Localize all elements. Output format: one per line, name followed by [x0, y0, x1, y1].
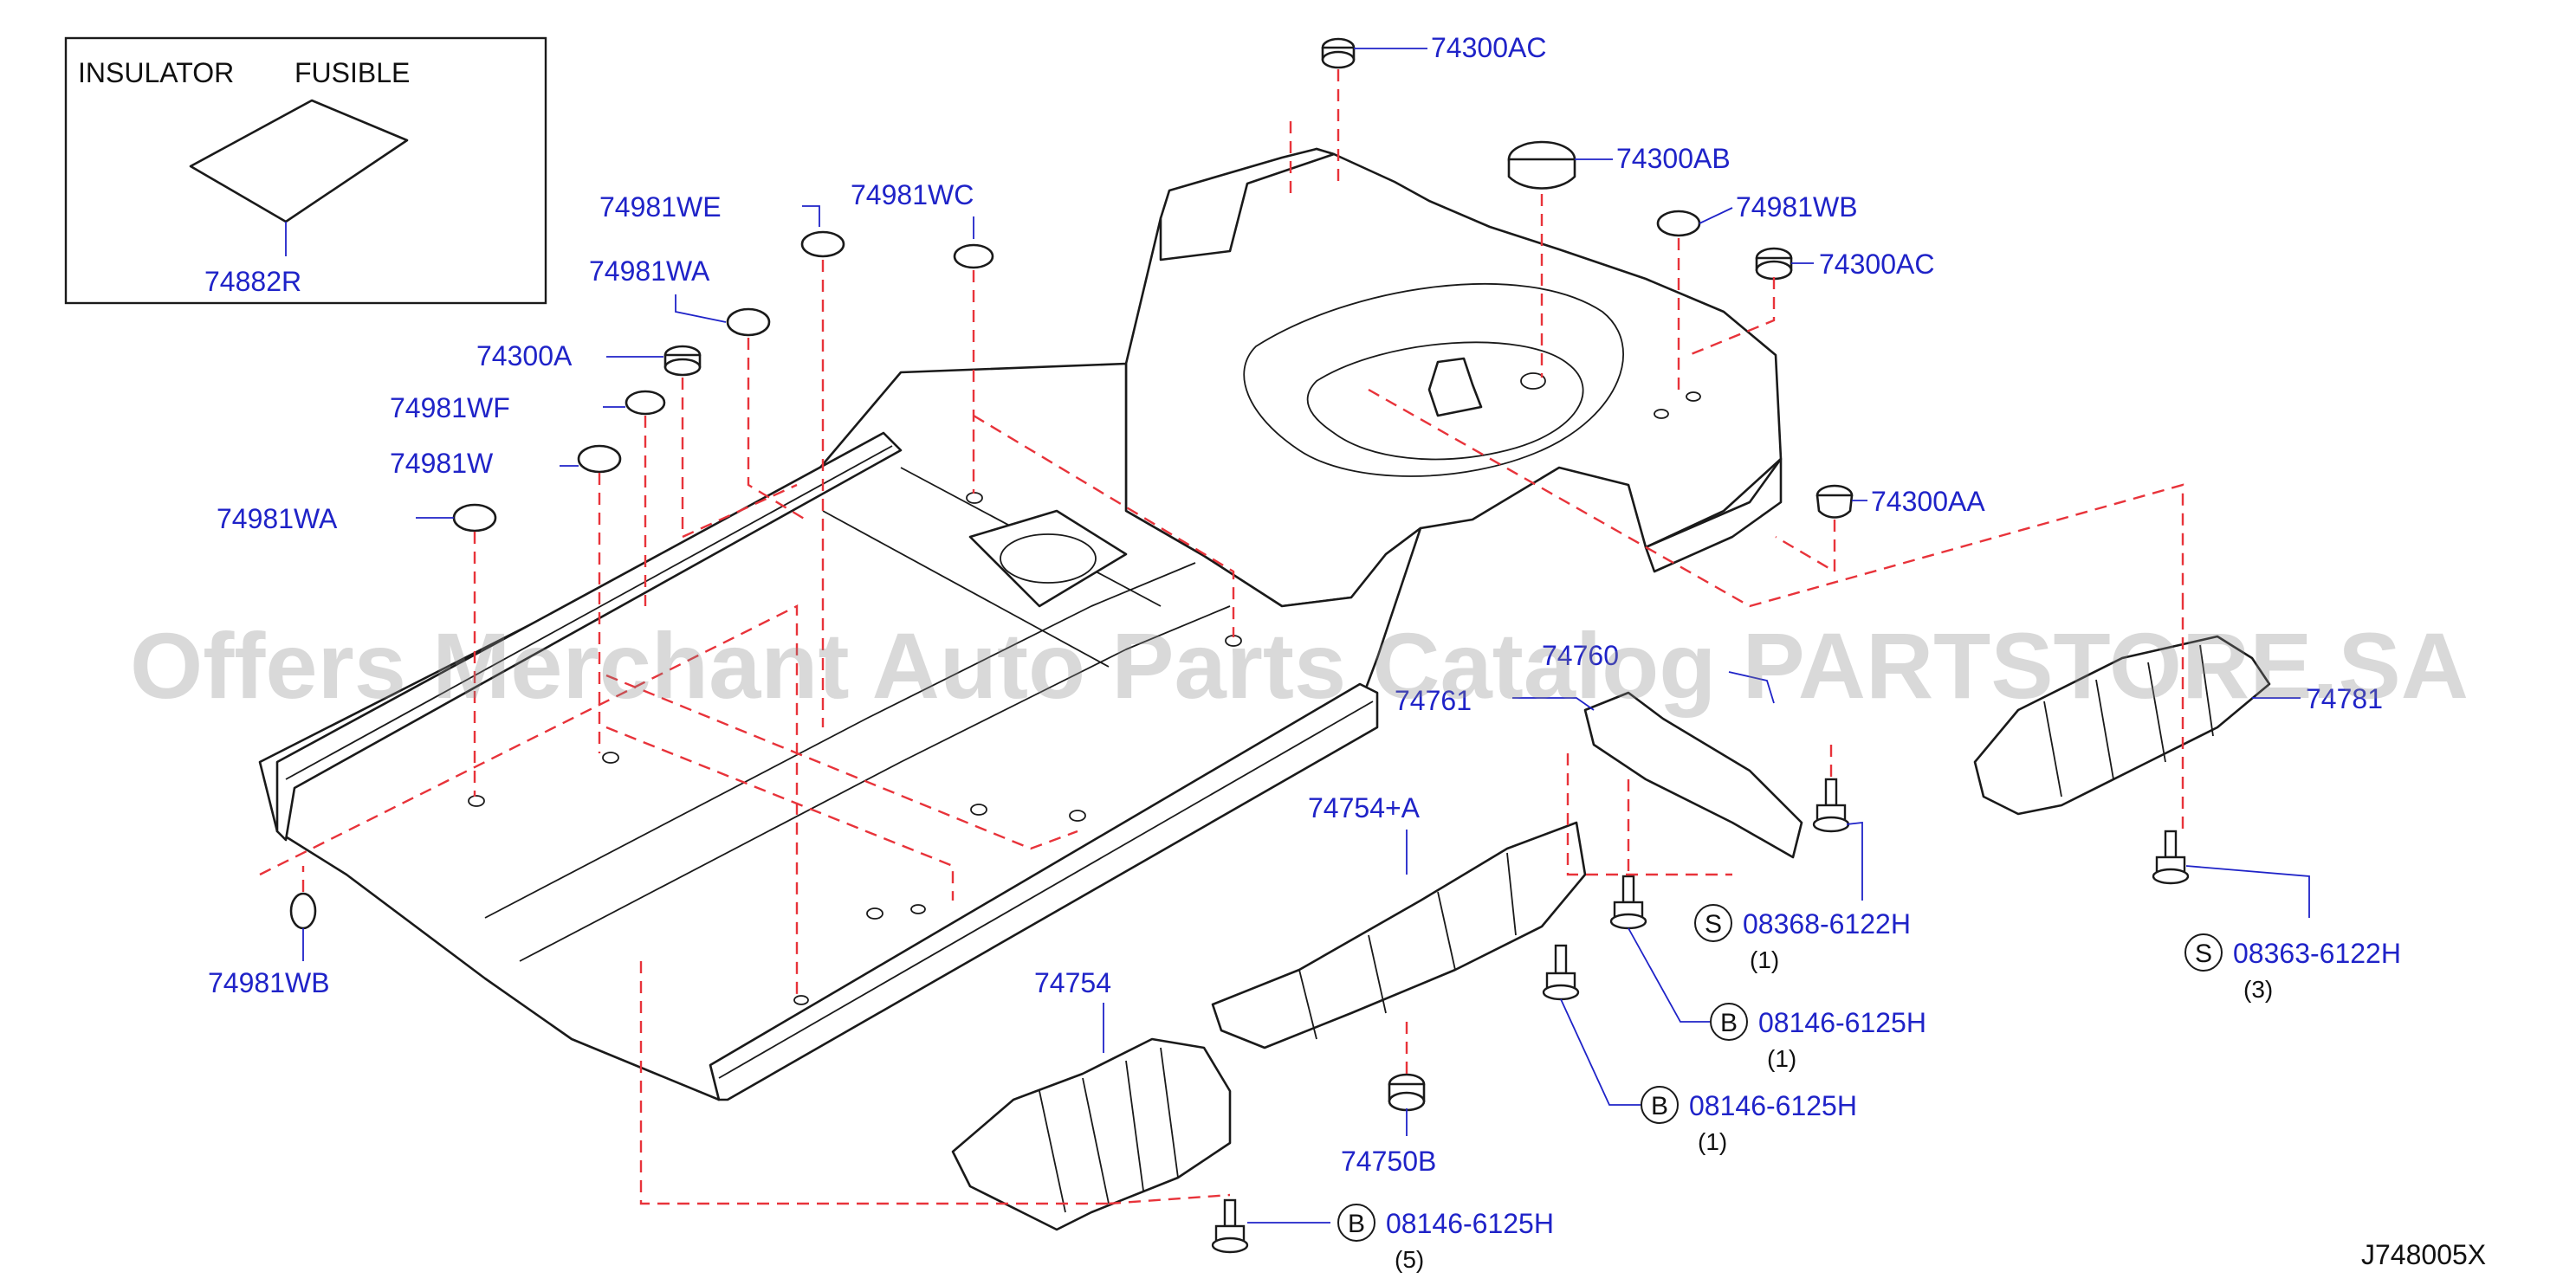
qty-08363-6122H: (3): [2243, 976, 2273, 1003]
label-74300AC-top[interactable]: 74300AC: [1431, 32, 1546, 63]
fastener-callout-08368: S 08368-6122H (1): [1694, 904, 1911, 973]
plug-74981WA-lower-shape: [452, 503, 497, 533]
plug-74981W-shape: [577, 444, 622, 474]
qty-08146-6125H-b: (1): [1698, 1128, 1727, 1155]
label-74981WC[interactable]: 74981WC: [851, 179, 974, 210]
spare-tire-well: [1243, 282, 1624, 477]
bolt-08368-shape: [1812, 778, 1850, 833]
label-74981WA-upper[interactable]: 74981WA: [589, 255, 710, 287]
spare-tire-mount: [1427, 357, 1483, 417]
watermark-text: Offers Merchant Auto Parts Catalog PARTS…: [130, 613, 2469, 718]
plug-74300A-shape: [663, 345, 702, 377]
insulator-74754-ribs: [1039, 1047, 1179, 1213]
floor-panel: [258, 147, 1783, 1101]
label-74981WF[interactable]: 74981WF: [390, 392, 510, 423]
bolt-08146-c-shape: [1211, 1198, 1249, 1254]
plug-74981WB-left-shape: [289, 892, 317, 930]
badge-s-2-letter: S: [2195, 940, 2212, 968]
bolts: [1211, 778, 2190, 1254]
label-74300A[interactable]: 74300A: [476, 340, 573, 371]
insulator-74754A-shape: [1211, 821, 1587, 1049]
qty-08368-6122H: (1): [1750, 946, 1779, 973]
drawing-id: J748005X: [2361, 1239, 2486, 1270]
center-tunnel-edge: [519, 605, 1231, 962]
inset-title-fusible: FUSIBLE: [294, 57, 410, 88]
label-08368-6122H[interactable]: 08368-6122H: [1743, 908, 1911, 940]
label-74981W[interactable]: 74981W: [390, 448, 494, 479]
part-labels: 74300AC 74300AB 74981WB 74300AC 74300AA …: [208, 32, 2383, 1177]
seat-mount-hole: [1000, 533, 1097, 584]
plug-74300AC-right-shape: [1755, 247, 1793, 281]
label-08146-6125H-c[interactable]: 08146-6125H: [1386, 1208, 1554, 1239]
insulator-pad-shape: [189, 99, 409, 223]
label-74781[interactable]: 74781: [2306, 683, 2383, 714]
plug-74981WB-right-shape: [1656, 210, 1701, 237]
inset-title-insulator: INSULATOR: [78, 57, 234, 88]
plug-74981WA-upper-shape: [726, 307, 771, 337]
label-74760[interactable]: 74760: [1542, 640, 1619, 671]
plug-74981WF-shape: [625, 390, 666, 416]
label-74300AB[interactable]: 74300AB: [1616, 143, 1731, 174]
fastener-callout-08363: S 08363-6122H (3): [2184, 933, 2401, 1003]
nut-74750B-shape: [1388, 1073, 1426, 1112]
insulator-inset: INSULATOR FUSIBLE 74882R: [64, 36, 547, 305]
label-74981WA-lower[interactable]: 74981WA: [217, 503, 338, 534]
label-08146-6125H-b[interactable]: 08146-6125H: [1689, 1090, 1857, 1121]
badge-b-1: [1710, 1003, 1748, 1041]
label-74981WE[interactable]: 74981WE: [599, 191, 722, 223]
label-74750B[interactable]: 74750B: [1341, 1146, 1436, 1177]
insulator-74754-shape: [951, 1037, 1232, 1231]
fastener-callout-08146-a: B 08146-6125H (1): [1710, 1003, 1926, 1072]
leader-lines: [302, 48, 2310, 1224]
plug-74300AB-shape: [1507, 140, 1576, 190]
plug-74981WE-shape: [800, 230, 845, 258]
fastener-callout-08146-b: B 08146-6125H (1): [1641, 1086, 1857, 1155]
label-74300AA[interactable]: 74300AA: [1871, 486, 1985, 517]
bolt-08363-shape: [2152, 830, 2190, 885]
bolt-08146-a-shape: [1609, 875, 1647, 930]
seat-mount-recess: [968, 509, 1128, 608]
badge-b-1-letter: B: [1720, 1009, 1738, 1037]
label-74754[interactable]: 74754: [1034, 967, 1111, 998]
plug-74981WC-shape: [953, 243, 994, 269]
fastener-callout-08146-c: B 08146-6125H (5): [1337, 1204, 1554, 1273]
insulator-74781-shape: [1973, 635, 2271, 816]
right-side-sill-line: [718, 701, 1374, 1079]
badge-b-3: [1337, 1204, 1375, 1242]
label-74882R[interactable]: 74882R: [204, 266, 301, 297]
rear-crossmember-lip: [1644, 457, 1783, 573]
badge-b-2-letter: B: [1651, 1092, 1668, 1120]
label-08363-6122H[interactable]: 08363-6122H: [2233, 938, 2401, 969]
badge-s-1-letter: S: [1705, 910, 1722, 939]
spare-tire-well-inner: [1306, 341, 1584, 461]
left-side-sill-line: [285, 445, 893, 780]
left-side-sill: [275, 431, 903, 842]
badge-b-2: [1641, 1086, 1679, 1124]
qty-08146-6125H-a: (1): [1767, 1045, 1796, 1072]
floor-holes: [468, 372, 1701, 1005]
badge-s-1: [1694, 904, 1732, 942]
center-tunnel: [484, 562, 1196, 919]
plugs: [289, 37, 1854, 1112]
label-74981WB-left[interactable]: 74981WB: [208, 967, 330, 998]
plug-74300AA-shape: [1815, 484, 1854, 519]
qty-08146-6125H-c: (5): [1395, 1246, 1424, 1273]
label-74981WB-right[interactable]: 74981WB: [1736, 191, 1858, 223]
insulator-74760-shape: [1583, 691, 1803, 859]
assembly-lines: [259, 69, 2184, 1205]
insulator-74781-ribs: [2043, 644, 2214, 797]
badge-s-2: [2184, 933, 2223, 972]
label-08146-6125H-a[interactable]: 08146-6125H: [1758, 1007, 1926, 1038]
insulator-74754A-ribs: [1298, 852, 1517, 1040]
label-74761[interactable]: 74761: [1395, 685, 1472, 716]
bolt-08146-b-shape: [1542, 944, 1580, 1001]
right-side-sill: [709, 682, 1379, 1101]
plug-74300AC-top-shape: [1321, 37, 1356, 69]
rear-upper-flange: [1159, 147, 1336, 262]
badge-b-3-letter: B: [1348, 1210, 1365, 1238]
label-74300AC-right[interactable]: 74300AC: [1819, 249, 1934, 280]
label-74754A[interactable]: 74754+A: [1308, 792, 1421, 823]
